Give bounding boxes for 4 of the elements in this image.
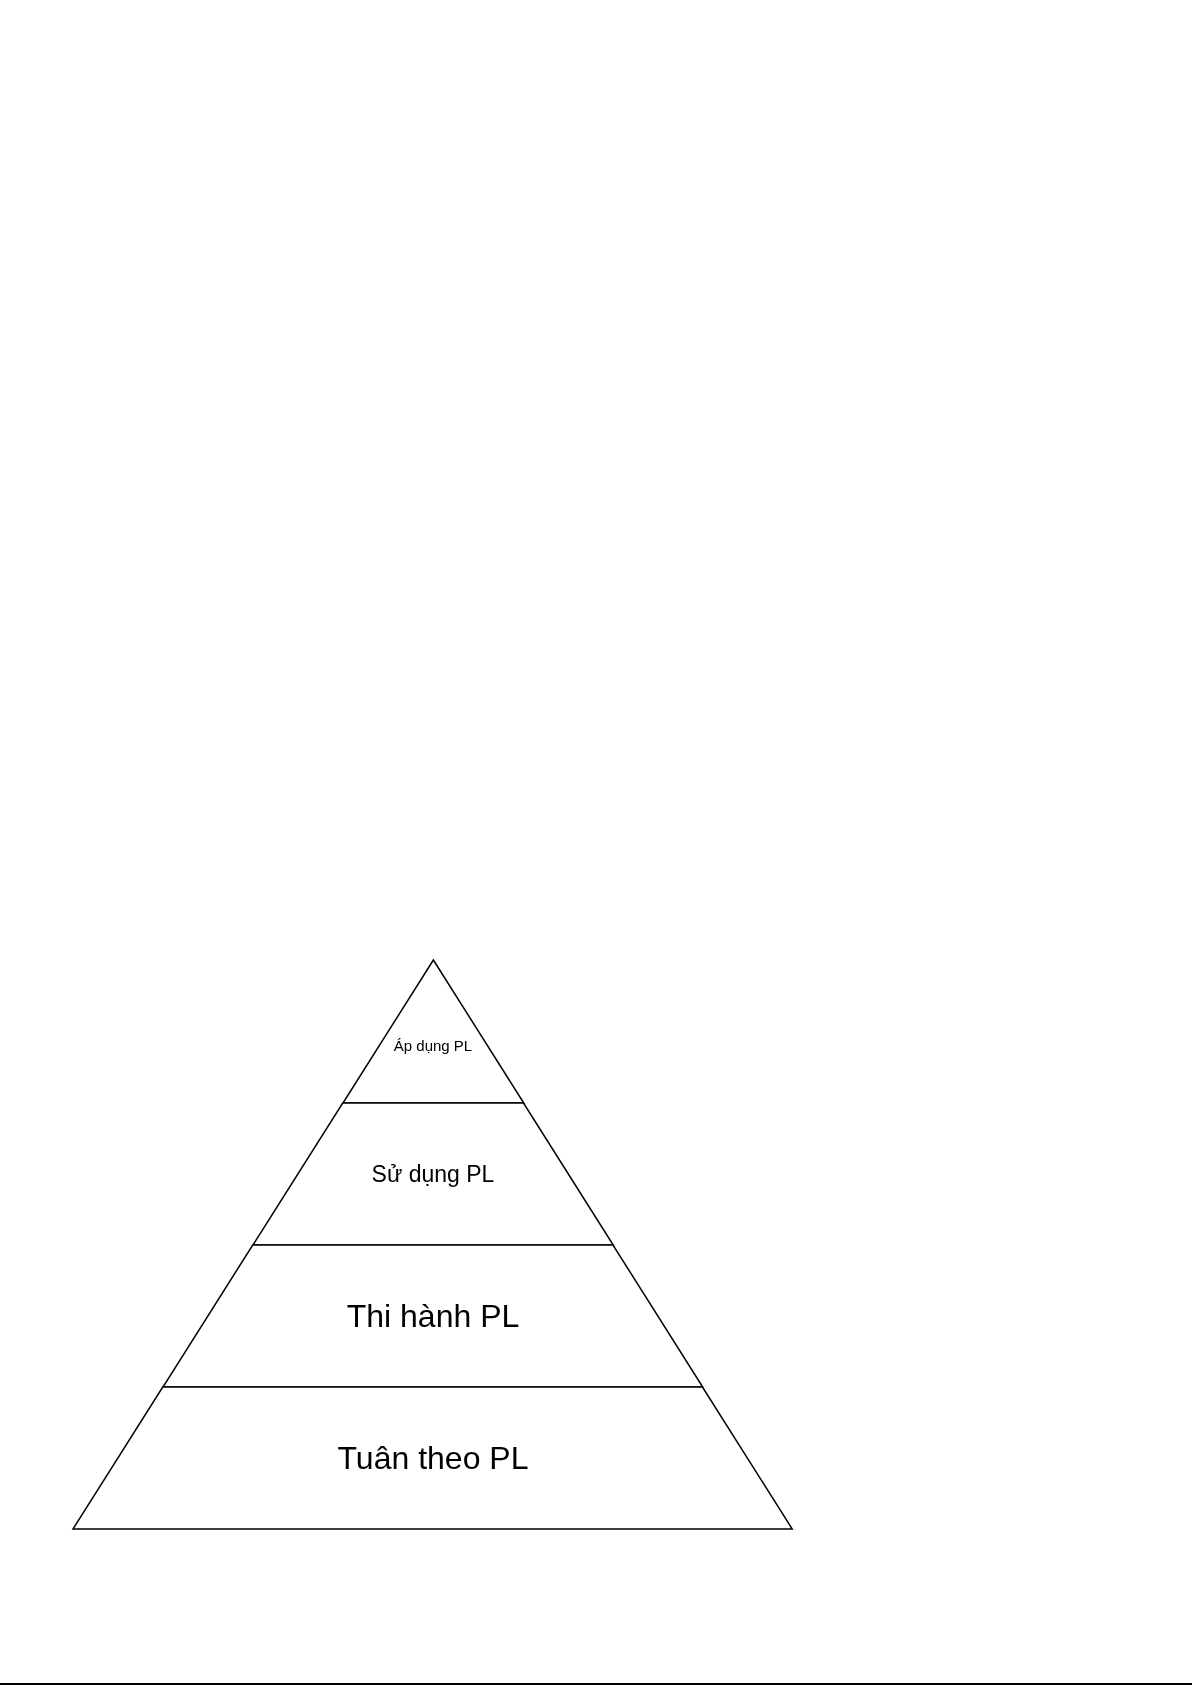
tier-label: Tuân theo PL (337, 1439, 529, 1478)
tier-label: Thi hành PL (346, 1297, 520, 1336)
tier-label: Áp dụng PL (393, 1035, 473, 1056)
tier-label: Sử dụng PL (371, 1159, 495, 1189)
